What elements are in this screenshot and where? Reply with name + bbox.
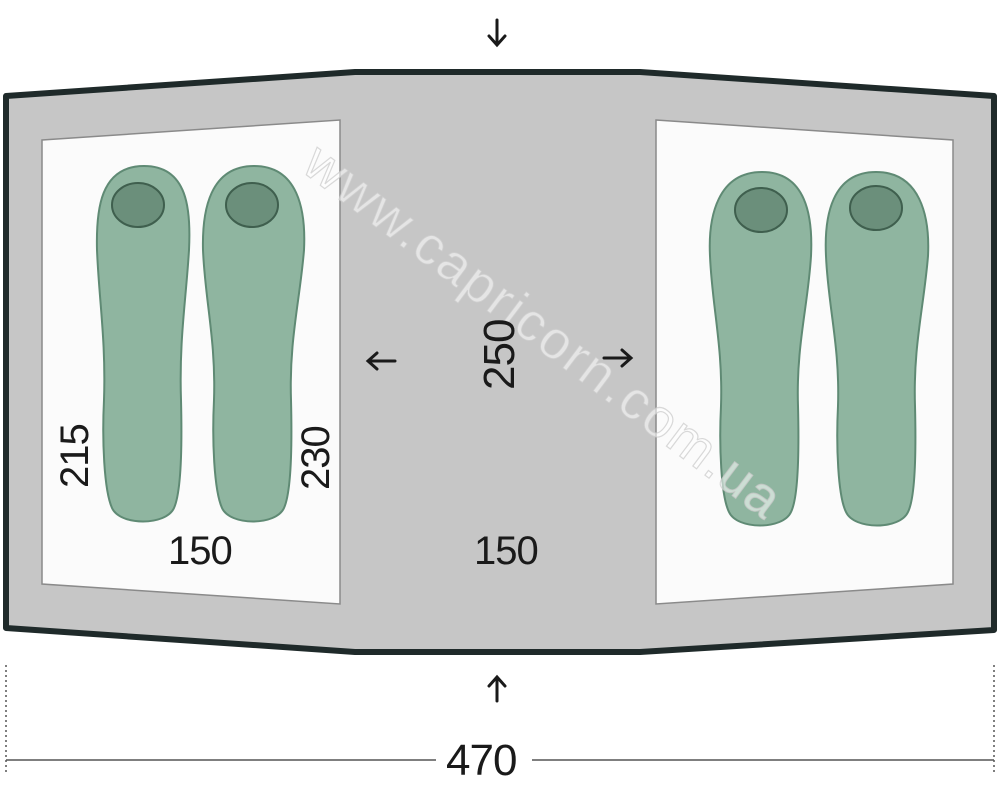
door-arrow-left [365,351,397,371]
total-width-dimension-line [5,665,995,775]
bedroom-length-left-label: 215 [53,424,97,488]
sleeping-bag-4 [824,170,930,527]
sleeping-bag-4-hood [849,185,903,231]
sleeping-bag-3-hood [734,187,788,233]
vestibule-width-label: 150 [474,529,538,573]
door-arrow-right [602,348,634,368]
vestibule-depth-label: 250 [475,320,524,390]
door-arrow-top [487,18,507,48]
bedroom-width-label: 150 [168,529,232,573]
sleeping-bag-3 [708,170,813,527]
door-arrow-bottom [487,674,507,703]
sleeping-bag-2 [201,164,306,523]
sleeping-bag-1 [95,164,191,523]
sleeping-bag-2-hood [225,182,279,228]
total-width-label: 470 [446,736,516,785]
sleeping-bag-1-hood [111,182,165,228]
bedroom-length-right-label: 230 [294,426,338,490]
